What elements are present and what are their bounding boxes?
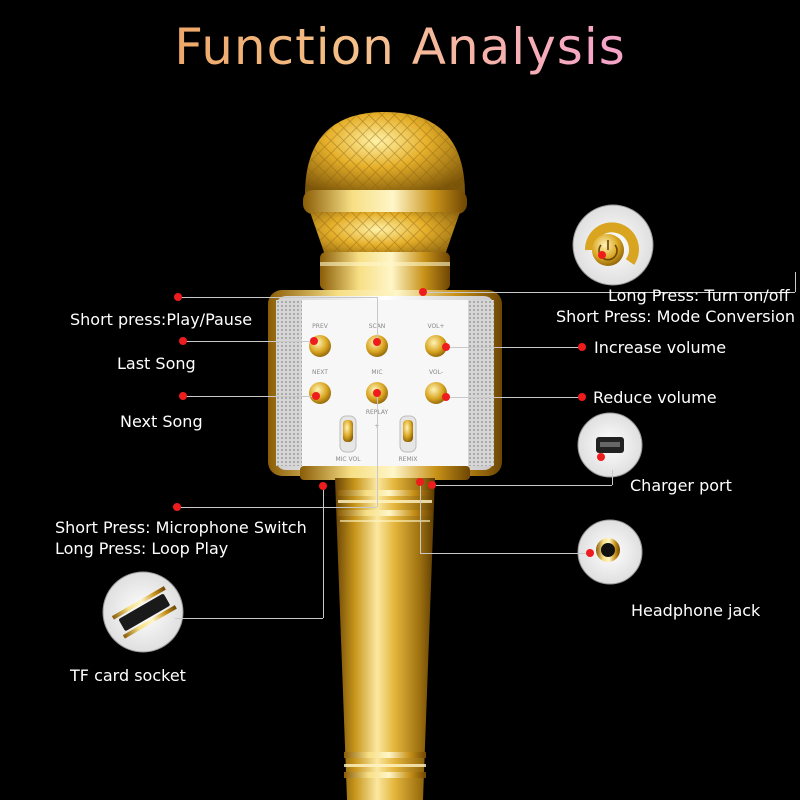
leader-line-headphone bbox=[420, 553, 590, 554]
callout-dot-next-song bbox=[179, 392, 187, 400]
label-headphone: Headphone jack bbox=[631, 601, 761, 620]
leader-line-charger bbox=[432, 485, 612, 486]
leader-line-tf-card bbox=[175, 618, 323, 619]
callout-dot-play-pause bbox=[174, 293, 182, 301]
leader-line-mic-switch bbox=[177, 507, 377, 508]
label-vol-up: Increase volume bbox=[594, 338, 727, 357]
callout-dot-charger bbox=[428, 481, 436, 489]
callout-dot-mic-switch bbox=[173, 503, 181, 511]
leader-line-play-pause-drop bbox=[377, 297, 378, 342]
callout-dot-charger-inset bbox=[597, 453, 605, 461]
label-power-2: Short Press: Mode Conversion bbox=[556, 307, 795, 326]
leader-line-mic-switch-rise bbox=[377, 393, 378, 507]
leader-line-play-pause bbox=[178, 297, 378, 298]
page-title: Function Analysis bbox=[0, 18, 800, 76]
label-charger: Charger port bbox=[630, 476, 732, 495]
callout-dot-next-song-end bbox=[312, 392, 320, 400]
leader-line-tf-card-rise bbox=[323, 486, 324, 618]
callout-dot-vol-up-end bbox=[578, 343, 586, 351]
panel-label-vol-plus: VOL+ bbox=[427, 323, 444, 330]
label-mic-switch-2: Long Press: Loop Play bbox=[55, 539, 229, 558]
callout-dot-vol-down bbox=[442, 393, 450, 401]
panel-label-prev: PREV bbox=[312, 323, 329, 330]
callout-dot-power bbox=[419, 288, 427, 296]
leader-line-headphone-rise bbox=[420, 482, 421, 554]
label-power-1: Long Press: Turn on/off bbox=[608, 286, 790, 305]
callout-dot-last-song bbox=[179, 337, 187, 345]
callout-dot-headphone-inset bbox=[586, 549, 594, 557]
callout-dot-headphone bbox=[416, 478, 424, 486]
leader-line-next-song bbox=[183, 396, 318, 397]
callout-dot-play-pause-end bbox=[373, 338, 381, 346]
callout-dot-vol-up bbox=[442, 343, 450, 351]
leader-line-charger-rise bbox=[612, 470, 613, 485]
callout-dot-vol-down-end bbox=[578, 393, 586, 401]
callout-dot-tf-card bbox=[319, 482, 327, 490]
label-tf-card: TF card socket bbox=[70, 666, 186, 685]
panel-label-mic: MIC bbox=[371, 369, 382, 376]
callout-dot-last-song-end bbox=[310, 337, 318, 345]
label-next-song: Next Song bbox=[120, 412, 203, 431]
panel-label-remix: REMIX bbox=[398, 456, 417, 463]
leader-line-last-song bbox=[183, 341, 318, 342]
panel-label-next: NEXT bbox=[312, 369, 328, 376]
label-last-song: Last Song bbox=[117, 354, 196, 373]
panel-label-mic-vol: MIC VOL bbox=[335, 456, 361, 463]
callout-dot-mic-switch-end bbox=[373, 389, 381, 397]
leader-line-vol-up bbox=[446, 347, 582, 348]
callout-dot-power-inset bbox=[598, 251, 606, 259]
label-mic-switch-1: Short Press: Microphone Switch bbox=[55, 518, 307, 537]
leader-line-power bbox=[423, 292, 795, 293]
label-play-pause: Short press:Play/Pause bbox=[70, 310, 253, 329]
leader-line-power-rise bbox=[795, 272, 796, 292]
label-vol-down: Reduce volume bbox=[593, 388, 717, 407]
panel-label-vol-minus: VOL- bbox=[429, 369, 443, 376]
leader-line-vol-down bbox=[446, 397, 582, 398]
